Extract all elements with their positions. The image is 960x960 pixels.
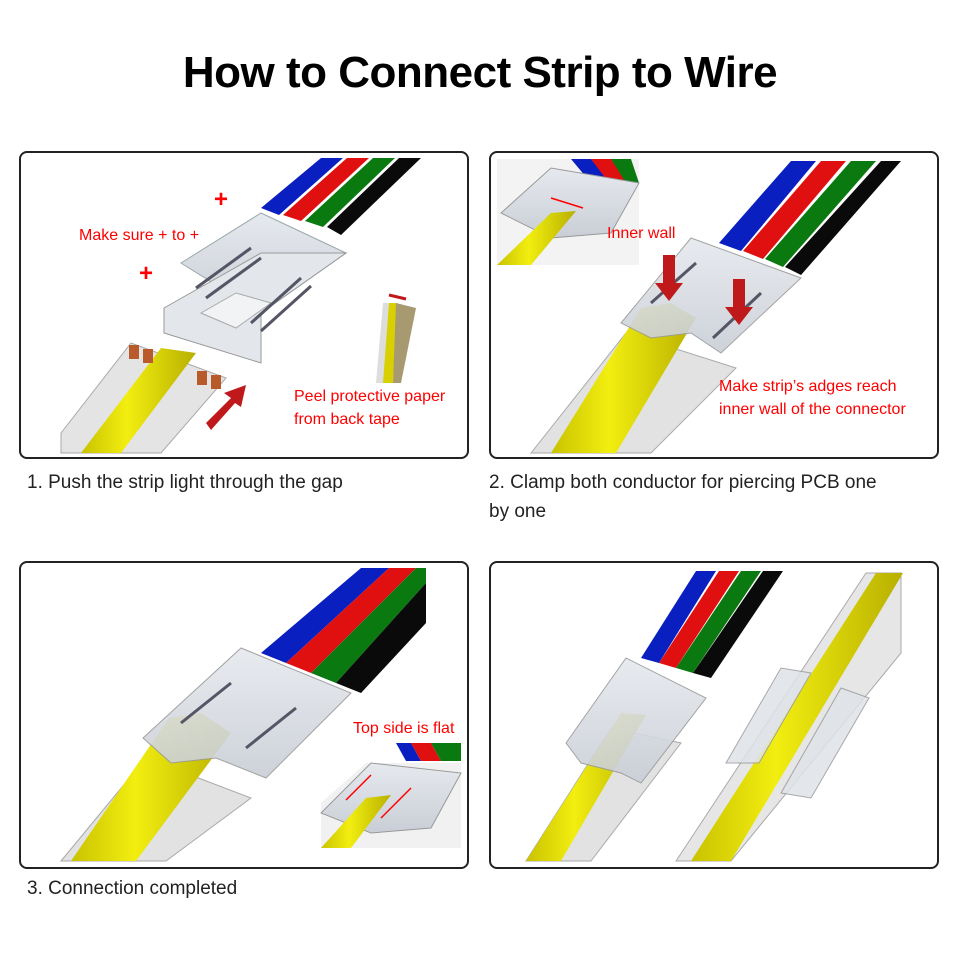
strip-yellow-tube-right: [691, 573, 903, 861]
step-2-illustration: [497, 159, 901, 454]
polarity-note: Make sure + to +: [79, 227, 200, 244]
wire-bundle: [641, 571, 783, 678]
step-4-panel: [489, 561, 939, 869]
butt-connector-left-clip: [725, 667, 812, 764]
tape-peel-illustration: [376, 293, 416, 383]
edges-note-line-1: Make strip’s adges reach: [719, 378, 897, 395]
flat-top-note: Top side is flat: [353, 720, 455, 737]
step-3-panel: Top side is flat: [19, 561, 469, 869]
plus-sign-top: +: [214, 186, 229, 213]
wire-bundle: [719, 161, 901, 275]
led-strip: [60, 342, 227, 454]
step-2-caption-line-1: 2. Clamp both conductor for piercing PCB…: [489, 472, 877, 493]
inset-view: [497, 159, 640, 265]
push-arrow-icon: [206, 385, 246, 430]
strip-yellow-tube: [551, 303, 696, 453]
inset-flat-view: [320, 743, 462, 848]
step-1-illustration: [60, 158, 421, 454]
edges-note: Make strip’s adges reach inner wall of t…: [719, 375, 906, 421]
step-2-caption: 2. Clamp both conductor for piercing PCB…: [489, 468, 877, 526]
plus-sign-bottom: +: [139, 260, 154, 287]
peel-note: Peel protective paper from back tape: [294, 385, 445, 431]
step-2-panel: Inner wall Make strip’s adges reach inne…: [489, 151, 939, 459]
connector-left: [565, 657, 707, 784]
connector: [142, 647, 352, 779]
connector: [163, 212, 348, 364]
page-title: How to Connect Strip to Wire: [182, 48, 778, 97]
peel-note-line-1: Peel protective paper: [294, 388, 446, 405]
step-2-caption-line-2: by one: [489, 501, 547, 522]
step-1-caption: 1. Push the strip light through the gap: [27, 472, 343, 493]
edges-note-line-2: inner wall of the connector: [719, 401, 906, 418]
peel-note-line-2: from back tape: [294, 411, 400, 428]
down-arrow-left-icon: [655, 255, 683, 301]
butt-connector-right-clip: [780, 687, 870, 799]
wire-bundle: [261, 158, 421, 235]
step-3-illustration: [59, 568, 462, 862]
step-3-caption: 3. Connection completed: [27, 878, 238, 899]
inner-wall-note: Inner wall: [607, 225, 676, 242]
step-4-illustration: [525, 571, 903, 862]
wire-bundle: [261, 568, 426, 693]
down-arrow-right-icon: [725, 279, 753, 325]
step-1-panel: + Make sure + to + + Peel protective pap…: [19, 151, 469, 459]
